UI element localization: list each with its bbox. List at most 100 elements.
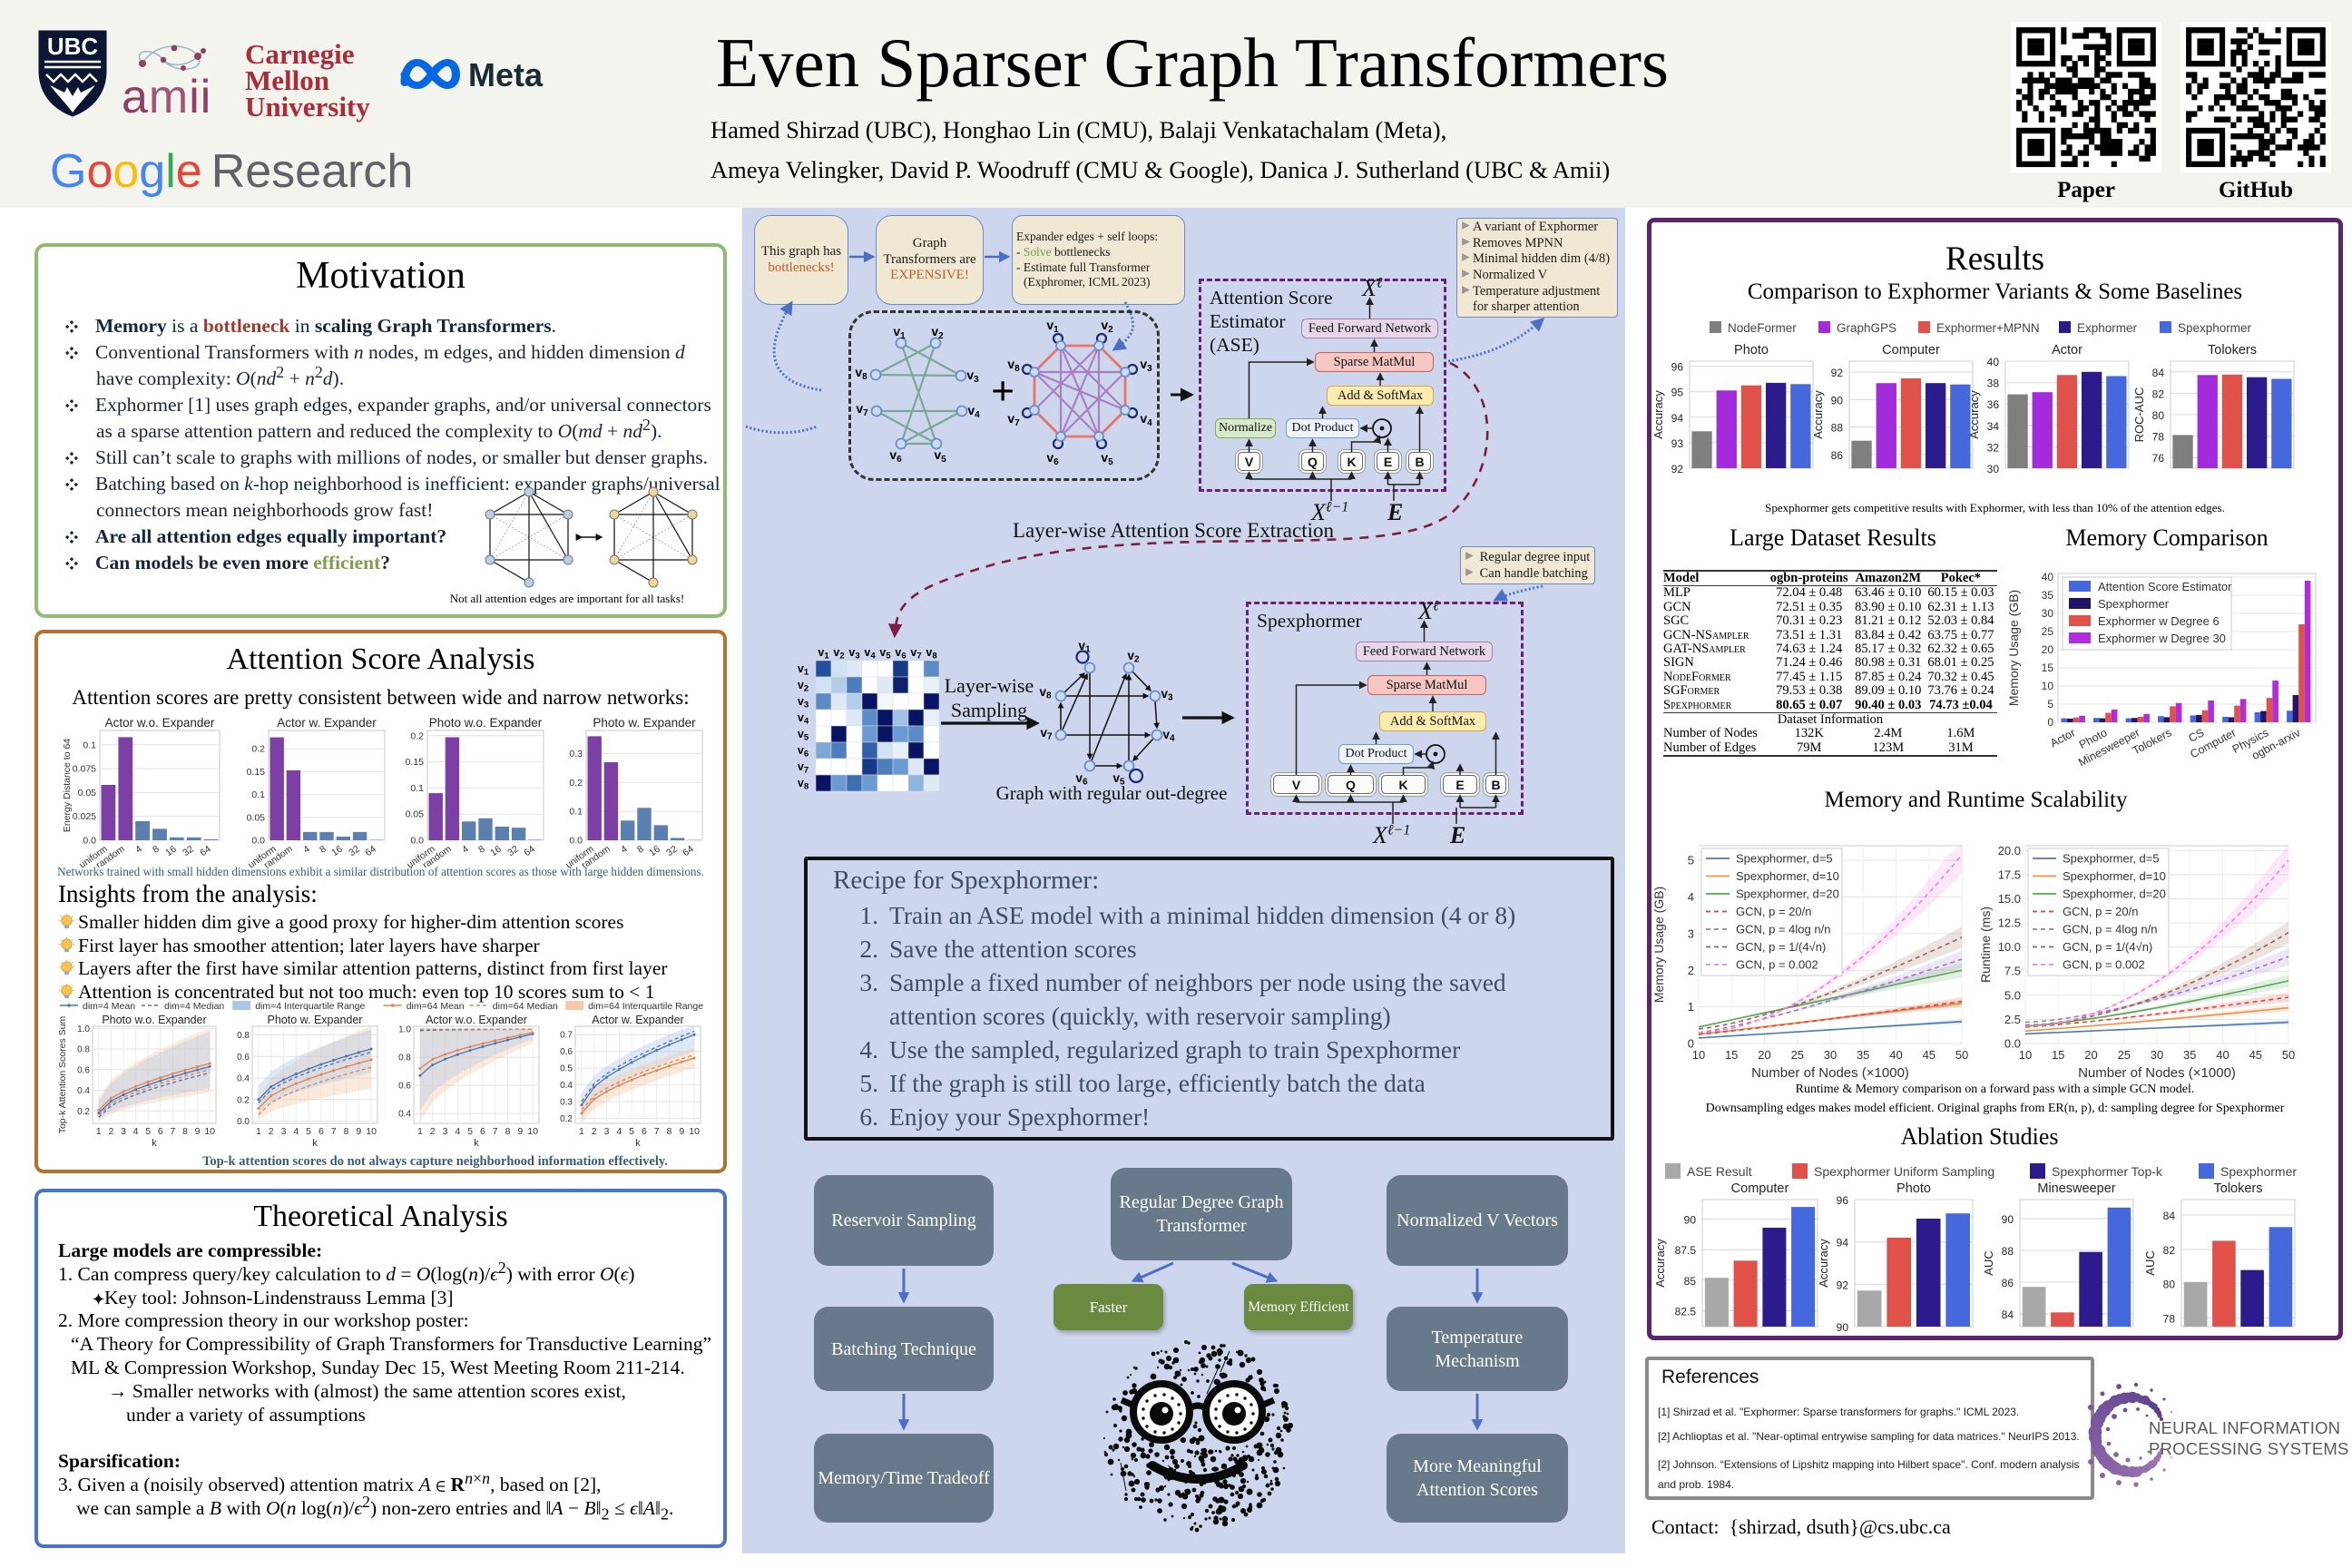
svg-text:15: 15 (2052, 1048, 2064, 1062)
svg-text:0: 0 (2047, 716, 2053, 729)
svg-text:dim=4 Interquartile Range: dim=4 Interquartile Range (255, 1001, 365, 1012)
svg-text:v2: v2 (1127, 649, 1140, 665)
svg-text:8: 8 (667, 1126, 672, 1137)
svg-text:v8: v8 (798, 777, 808, 792)
svg-text:Exphormer: Exphormer (2077, 321, 2138, 335)
svg-text:82: 82 (2152, 387, 2165, 400)
svg-text:0.0: 0.0 (410, 836, 424, 847)
svg-text:16: 16 (647, 844, 662, 859)
svg-text:93: 93 (1671, 437, 1684, 450)
svg-text:Spexphormer Uniform Sampling: Spexphormer Uniform Sampling (1814, 1164, 1994, 1179)
svg-text:25: 25 (2118, 1048, 2131, 1062)
svg-text:8: 8 (182, 1126, 188, 1137)
svg-text:15: 15 (1725, 1048, 1738, 1062)
svg-text:Exphormer w Degree 6: Exphormer w Degree 6 (2098, 614, 2220, 628)
svg-text:8: 8 (505, 1126, 511, 1137)
svg-text:Tolokers: Tolokers (2214, 1181, 2263, 1196)
svg-text:Spexphormer Top-k: Spexphormer Top-k (2052, 1164, 2163, 1179)
svg-text:90: 90 (1684, 1214, 1697, 1227)
svg-text:2: 2 (592, 1126, 597, 1137)
svg-text:5.0: 5.0 (2004, 988, 2021, 1002)
svg-text:Photo w. Expander: Photo w. Expander (268, 1014, 363, 1026)
svg-text:32: 32 (181, 844, 196, 859)
svg-text:0.2: 0.2 (251, 744, 265, 755)
svg-text:92: 92 (1831, 367, 1844, 379)
svg-text:85: 85 (1684, 1275, 1697, 1288)
svg-text:0.2: 0.2 (410, 730, 424, 741)
svg-text:v4: v4 (1162, 728, 1175, 744)
svg-text:10: 10 (527, 1126, 538, 1137)
svg-text:Actor w. Expander: Actor w. Expander (277, 717, 377, 730)
svg-text:10.0: 10.0 (1998, 940, 2021, 954)
svg-text:ROC-AUC: ROC-AUC (2132, 387, 2146, 443)
svg-text:5: 5 (2047, 698, 2053, 710)
svg-text:Actor w.o. Expander: Actor w.o. Expander (426, 1014, 527, 1026)
svg-text:AUC: AUC (1982, 1250, 1995, 1275)
svg-text:0.3: 0.3 (560, 1098, 573, 1108)
svg-text:45: 45 (2249, 1048, 2262, 1062)
svg-text:40: 40 (2216, 1048, 2229, 1062)
svg-text:0.1: 0.1 (251, 789, 265, 800)
svg-text:Actor: Actor (2048, 726, 2077, 750)
svg-text:0.5: 0.5 (560, 1064, 573, 1074)
svg-text:2: 2 (1688, 964, 1694, 977)
svg-text:10: 10 (2042, 680, 2054, 692)
svg-text:38: 38 (1987, 377, 2000, 390)
svg-text:Exphormer w Degree 30: Exphormer w Degree 30 (2098, 632, 2226, 645)
svg-text:v6: v6 (1046, 450, 1059, 467)
svg-text:15: 15 (2042, 662, 2054, 674)
svg-text:Energy Distance to 64: Energy Distance to 64 (62, 739, 73, 832)
svg-text:35: 35 (1857, 1048, 1869, 1062)
svg-text:v4: v4 (798, 711, 809, 727)
svg-text:dim=4 Median: dim=4 Median (164, 1001, 224, 1012)
svg-text:76: 76 (2152, 452, 2165, 465)
svg-text:v2: v2 (1101, 318, 1113, 335)
svg-text:35: 35 (2042, 589, 2054, 602)
svg-text:Spexphormer, d=5: Spexphormer, d=5 (1736, 852, 1833, 866)
svg-text:Tolokers: Tolokers (2208, 343, 2257, 358)
svg-text:0.0: 0.0 (2004, 1037, 2021, 1051)
svg-text:82.5: 82.5 (1675, 1306, 1697, 1318)
svg-text:6: 6 (642, 1126, 647, 1137)
svg-text:64: 64 (363, 844, 378, 859)
svg-text:7: 7 (493, 1126, 498, 1137)
svg-text:amii: amii (122, 71, 211, 118)
svg-text:30: 30 (2151, 1048, 2163, 1062)
svg-text:32: 32 (505, 844, 521, 859)
svg-text:v6: v6 (889, 447, 902, 465)
svg-text:GCN, p = 0.002: GCN, p = 0.002 (1736, 958, 1818, 972)
svg-text:16: 16 (488, 844, 504, 859)
svg-text:0.05: 0.05 (78, 788, 97, 799)
svg-text:v1: v1 (1046, 318, 1059, 335)
svg-text:0.8: 0.8 (237, 1031, 250, 1041)
svg-text:Photo w.o. Expander: Photo w.o. Expander (102, 1014, 206, 1026)
svg-text:Spexphormer: Spexphormer (2178, 321, 2252, 335)
svg-text:0.2: 0.2 (560, 1114, 573, 1124)
svg-text:0.025: 0.025 (73, 811, 96, 822)
svg-text:dim=4 Mean: dim=4 Mean (83, 1001, 135, 1012)
svg-text:0.05: 0.05 (247, 812, 266, 823)
svg-text:dim=64 Median: dim=64 Median (493, 1001, 558, 1012)
svg-text:0.6: 0.6 (237, 1053, 250, 1063)
svg-text:40: 40 (1987, 356, 2000, 368)
svg-text:dim=64 Mean: dim=64 Mean (407, 1001, 465, 1012)
svg-text:78: 78 (2152, 431, 2165, 444)
svg-text:32: 32 (347, 844, 362, 859)
svg-text:15.0: 15.0 (1998, 892, 2021, 906)
svg-text:v4: v4 (1140, 411, 1152, 428)
svg-text:3: 3 (604, 1126, 610, 1137)
svg-text:20: 20 (2042, 643, 2054, 656)
svg-text:10: 10 (689, 1126, 700, 1137)
svg-text:UBC: UBC (47, 33, 99, 60)
svg-text:Computer: Computer (1882, 343, 1940, 358)
svg-text:GCN, p = 4log n/n: GCN, p = 4log n/n (2063, 923, 2157, 936)
svg-text:GCN, p = 1/(4√n): GCN, p = 1/(4√n) (1736, 940, 1826, 954)
svg-text:Computer: Computer (1731, 1181, 1789, 1196)
svg-text:ASE Result: ASE Result (1687, 1164, 1752, 1179)
svg-text:30: 30 (1987, 463, 2000, 475)
svg-text:50: 50 (1955, 1048, 1968, 1062)
svg-text:10: 10 (2019, 1048, 2032, 1062)
svg-text:94: 94 (1671, 412, 1684, 425)
svg-text:16: 16 (163, 844, 179, 859)
svg-text:20: 20 (2084, 1048, 2097, 1062)
